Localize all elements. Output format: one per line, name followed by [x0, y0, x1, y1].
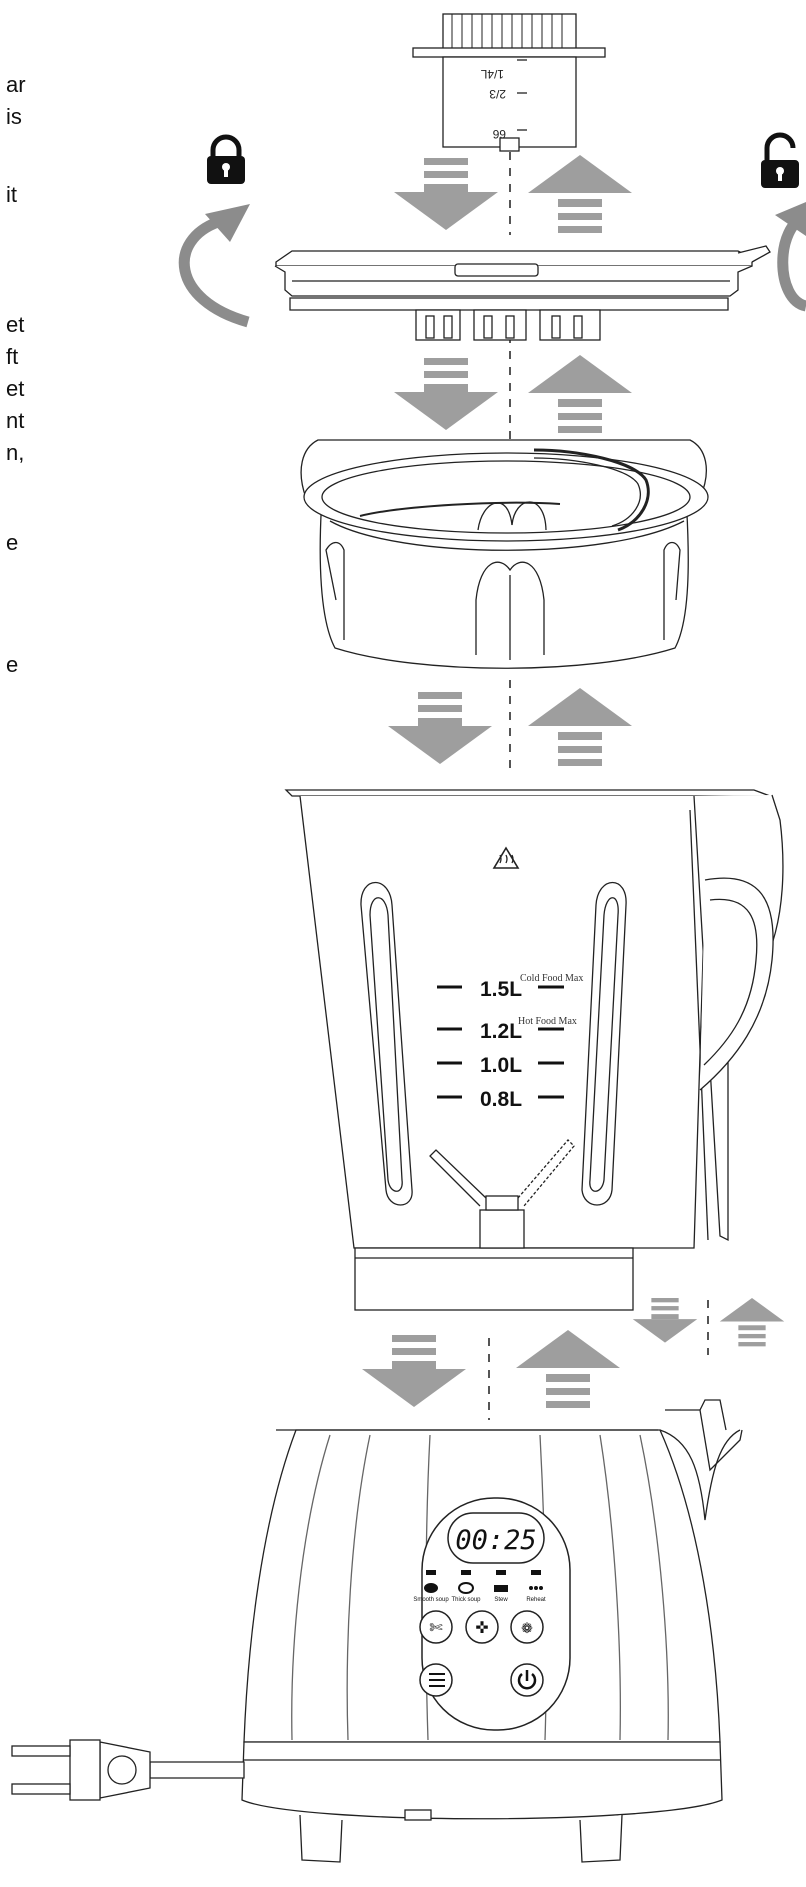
handle-arrow-up: [719, 1298, 785, 1347]
program-icons: [424, 1582, 543, 1594]
assemble-arrow-down-1: [394, 158, 498, 230]
blade-icon: ✄: [429, 1618, 443, 1637]
rotate-unlock-arrow-icon: [775, 202, 806, 312]
remove-arrow-up-1: [528, 155, 632, 233]
text-fragment-8: n,: [6, 440, 25, 465]
measuring-cup: [412, 13, 606, 152]
lock-open-icon: [761, 132, 799, 188]
handle-arrow-down: [632, 1298, 698, 1343]
program-label-thick-soup: Thick soup: [451, 1597, 481, 1603]
text-fragment-3: it: [6, 182, 17, 207]
text-fragment-2: is: [6, 104, 22, 129]
control-panel: [419, 1497, 571, 1731]
text-fragment-10: e: [6, 652, 19, 677]
program-label-stew: Stew: [494, 1597, 508, 1603]
measuring-cup-scale-3: 66: [492, 127, 506, 141]
jug-mark-1.2l: 1.2L: [480, 1020, 522, 1043]
text-fragment-7: nt: [6, 408, 25, 433]
rotate-lock-arrow-icon: [178, 204, 250, 328]
hot-food-max-label: Hot Food Max: [518, 1016, 577, 1027]
menu-icon: [429, 1673, 445, 1687]
svg-text:❁: ❁: [521, 1621, 533, 1637]
assemble-arrow-down-4: [362, 1335, 466, 1407]
remove-arrow-up-4: [516, 1330, 620, 1408]
timer-display: 00:25: [455, 1525, 536, 1556]
power-icon: [517, 1670, 537, 1690]
text-fragment-6: et: [6, 376, 25, 401]
power-cord-plug: [11, 1739, 245, 1801]
assemble-arrow-down-2: [394, 358, 498, 430]
jug-mark-1.0l: 1.0L: [480, 1054, 522, 1077]
jug-mark-0.8l: 0.8L: [480, 1088, 522, 1111]
jug-mark-1.5l: 1.5L: [480, 978, 522, 1001]
lock-closed-icon: [207, 134, 245, 184]
text-fragment-1: ar: [6, 72, 26, 97]
cold-food-max-label: Cold Food Max: [520, 973, 583, 984]
remove-arrow-up-2: [528, 355, 632, 433]
jug-lid: [274, 245, 771, 341]
text-fragment-4: et: [6, 312, 25, 337]
svg-text:✜: ✜: [475, 1618, 488, 1637]
program-label-smooth-soup: Smooth soup: [413, 1597, 449, 1603]
blender-jug: [284, 789, 784, 1311]
svg-text:✄: ✄: [429, 1618, 443, 1637]
jug-scale-lines: [437, 985, 564, 1099]
text-fragment-9: e: [6, 530, 19, 555]
program-label-reheat: Reheat: [526, 1597, 546, 1603]
assemble-arrow-down-3: [388, 692, 492, 764]
measuring-cup-scale-2: 2/3: [489, 87, 506, 101]
remove-arrow-up-3: [528, 688, 632, 766]
measuring-cup-scale-1: 1/4L: [480, 67, 504, 81]
pulse-icon: ❁: [521, 1621, 533, 1637]
center-axis: [488, 152, 709, 1420]
steamer-basket: [300, 439, 709, 669]
text-fragment-5: ft: [6, 344, 19, 369]
program-icon: ✜: [475, 1618, 488, 1637]
